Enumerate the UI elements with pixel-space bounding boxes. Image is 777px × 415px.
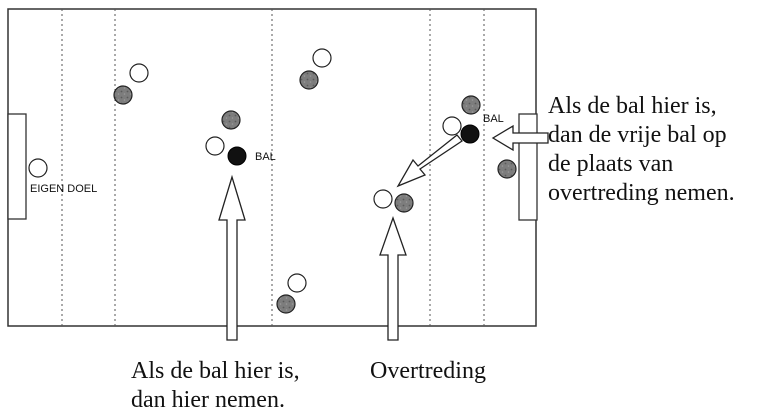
player-dark <box>113 85 133 105</box>
player-dark <box>497 159 517 179</box>
player-light <box>129 63 149 83</box>
arrow-up-center <box>218 174 246 341</box>
arrow-diagonal-to-infringement <box>396 134 463 188</box>
field-boundary <box>7 8 537 327</box>
player-light <box>28 158 48 178</box>
opponent-goal <box>518 113 538 221</box>
arrow-left-right-ball <box>491 124 549 152</box>
ball-right <box>460 124 480 144</box>
caption-line: Als de bal hier is, <box>548 93 717 119</box>
player-light <box>442 116 462 136</box>
player-dark <box>276 294 296 314</box>
caption-left: Als de bal hier is, dan hier nemen. <box>131 357 300 415</box>
player-light <box>205 136 225 156</box>
player-dark <box>394 193 414 213</box>
players <box>28 48 517 314</box>
ball-label-right: BAL <box>483 113 504 125</box>
ball-center <box>227 146 247 166</box>
player-dark <box>299 70 319 90</box>
own-goal-label: EIGEN DOEL <box>30 183 97 195</box>
caption-right: Als de bal hier is, dan de vrije bal op … <box>548 92 735 208</box>
player-light <box>287 273 307 293</box>
caption-line: dan de vrije bal op <box>548 122 727 148</box>
player-dark <box>461 95 481 115</box>
caption-line: dan hier nemen. <box>131 387 285 413</box>
caption-infringement: Overtreding <box>370 358 486 384</box>
arrow-up-infringement <box>379 216 407 341</box>
player-light <box>312 48 332 68</box>
caption-line: de plaats van <box>548 151 674 177</box>
caption-line: overtreding nemen. <box>548 180 735 206</box>
player-dark <box>221 110 241 130</box>
player-light <box>373 189 393 209</box>
caption-line: Als de bal hier is, <box>131 358 300 384</box>
own-goal <box>7 113 27 220</box>
ball-label-center: BAL <box>255 151 276 163</box>
